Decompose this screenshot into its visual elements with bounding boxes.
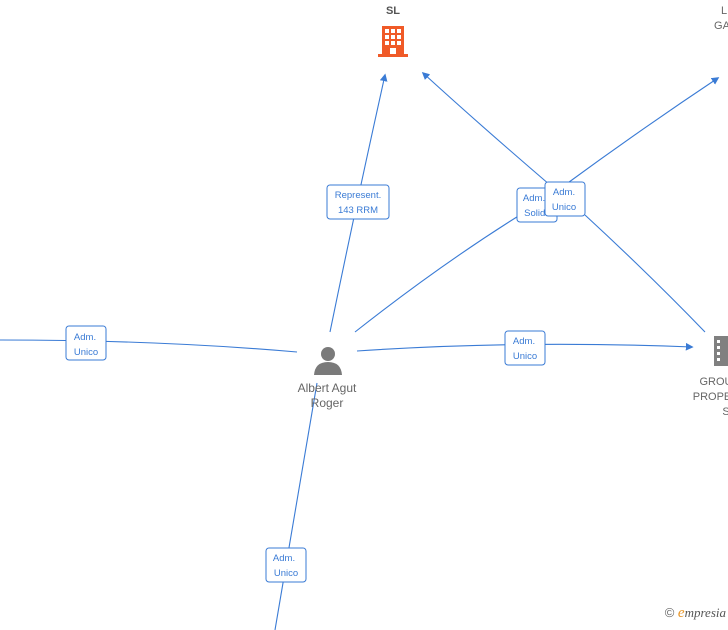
node-top-right-line1: L bbox=[721, 5, 727, 17]
building-icon bbox=[714, 336, 728, 366]
edge-label-adm-unico-right-line1: Adm. bbox=[513, 336, 535, 347]
edge-center-to-top-company[interactable] bbox=[421, 71, 551, 186]
edge-label-adm-unico-right[interactable]: Adm. Unico bbox=[504, 330, 546, 366]
node-right-line2: PROPE bbox=[693, 391, 728, 403]
watermark-brand-e: e bbox=[677, 605, 685, 621]
edge-person-to-bottom[interactable] bbox=[274, 382, 318, 630]
edge-label-adm-unico-right-line2: Unico bbox=[513, 351, 537, 362]
edge-label-adm-unico-left-line1: Adm. bbox=[74, 332, 96, 343]
node-person-line1: Albert Agut bbox=[298, 381, 357, 395]
edge-label-represent-line1: Represent. bbox=[335, 190, 381, 201]
edge-label-adm-unico-top-line2: Unico bbox=[552, 202, 576, 213]
node-right-line3: S bbox=[722, 406, 728, 418]
node-right-company[interactable]: GROU PROPE S bbox=[693, 336, 728, 418]
edge-label-adm-unico-left-line2: Unico bbox=[74, 347, 98, 358]
copyright-icon: © bbox=[664, 605, 675, 620]
edge-label-adm-unico-top-line1: Adm. bbox=[553, 187, 575, 198]
node-top-company[interactable]: SL bbox=[378, 5, 408, 57]
node-right-line1: GROU bbox=[700, 376, 728, 388]
edge-center-to-top-right-company[interactable] bbox=[564, 77, 720, 186]
edge-person-to-center[interactable] bbox=[354, 214, 521, 333]
edge-label-adm-unico-top[interactable]: Adm. Unico bbox=[544, 181, 586, 217]
node-top-company-label: SL bbox=[386, 5, 400, 17]
node-top-right-company[interactable]: L GA bbox=[714, 5, 728, 32]
edge-label-adm-unico-bottom-line1: Adm. bbox=[273, 553, 295, 564]
node-person[interactable]: Albert Agut Roger bbox=[298, 347, 357, 410]
edge-label-represent-line2: 143 RRM bbox=[338, 205, 378, 216]
edge-label-adm-unico-left[interactable]: Adm. Unico bbox=[65, 325, 107, 361]
node-top-right-line2: GA bbox=[714, 20, 728, 32]
edge-label-adm-solid-line1: Adm. bbox=[523, 193, 545, 204]
watermark: © empresia bbox=[665, 605, 726, 622]
person-icon bbox=[314, 347, 342, 375]
edge-label-represent[interactable]: Represent. 143 RRM bbox=[326, 184, 390, 220]
edges bbox=[0, 71, 720, 630]
node-person-line2: Roger bbox=[311, 396, 344, 410]
edge-label-adm-unico-bottom[interactable]: Adm. Unico bbox=[265, 547, 307, 583]
building-icon bbox=[378, 26, 408, 57]
edge-label-adm-unico-bottom-line2: Unico bbox=[274, 568, 298, 579]
watermark-brand-rest: mpresia bbox=[684, 605, 726, 620]
edge-center-to-right-company[interactable] bbox=[584, 214, 706, 333]
edge-left-to-person[interactable] bbox=[0, 339, 298, 353]
edge-label-adm-solid-line2: Solid. bbox=[524, 208, 548, 219]
